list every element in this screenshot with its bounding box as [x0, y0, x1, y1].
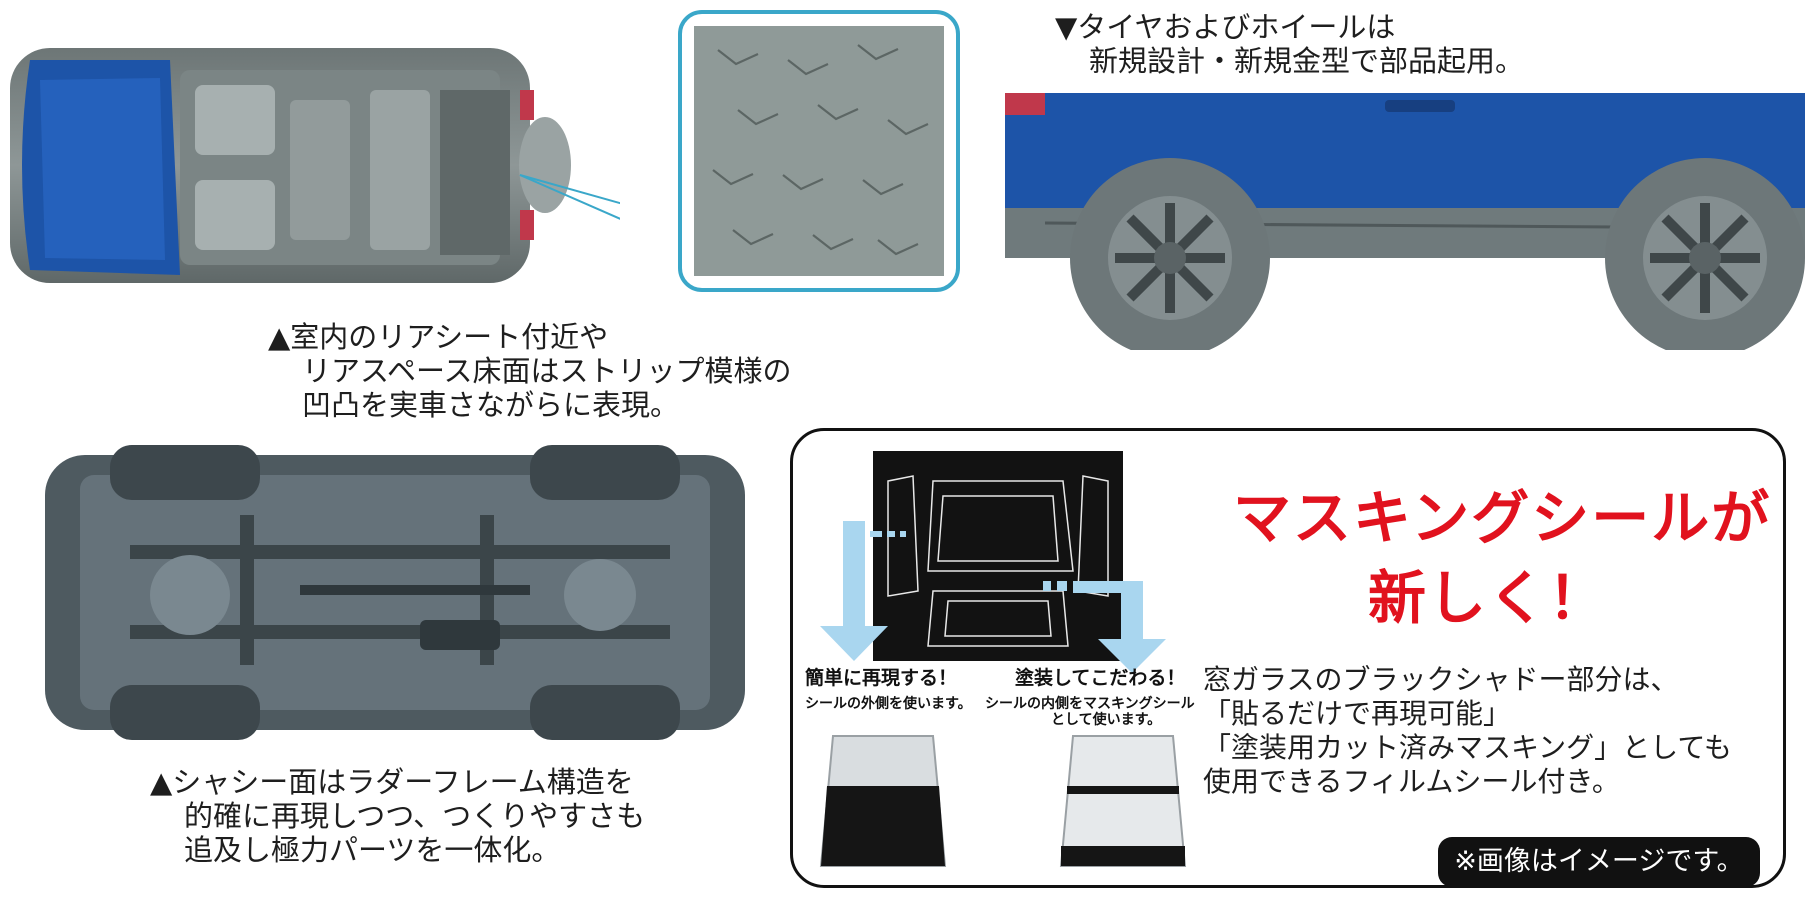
right-down-arrow — [1043, 581, 1183, 676]
chassis-underside-image — [40, 445, 755, 745]
masking-headline-line2: 新しく！ — [1368, 564, 1609, 632]
interior-caption-line1: ▲室内のリアシート付近や — [268, 320, 609, 354]
paint-method-sub2: として使います。 — [1051, 712, 1162, 728]
masking-desc-line4: 使用できるフィルムシール付き。 — [1203, 765, 1620, 798]
masking-desc-line1: 窓ガラスのブラックシャドー部分は、 — [1203, 663, 1679, 696]
side-view-tyre-image — [1005, 88, 1805, 358]
tyre-caption-line2: 新規設計・新規金型で部品起用。 — [1089, 44, 1525, 78]
decal-sheet-image — [873, 451, 1123, 661]
interior-caption: ▲室内のリアシート付近や リアスペース床面はストリップ模様の 凹凸を実車さながら… — [268, 320, 792, 422]
masking-seal-panel: 簡単に再現する！ シールの外側を使います。 塗装してこだわる！ シールの内側をマ… — [790, 428, 1786, 888]
masking-headline-line1: マスキングシールが — [1233, 484, 1772, 552]
chassis-caption-line2: 的確に再現しつつ、つくりやすさも — [184, 799, 646, 833]
interior-caption-line3: 凹凸を実車さながらに表現。 — [302, 388, 680, 422]
tyre-caption-line1: ▼タイヤおよびホイールは — [1055, 10, 1396, 44]
floor-pattern-zoom-inset — [678, 10, 960, 292]
masking-desc-line3: 「塗装用カット済みマスキング」としても — [1203, 731, 1732, 764]
left-down-arrow — [815, 521, 935, 661]
image-disclaimer-badge: ※画像はイメージです。 — [1438, 837, 1760, 887]
chassis-caption: ▲シャシー面はラダーフレーム構造を 的確に再現しつつ、つくりやすさも 追及し極力… — [150, 765, 645, 867]
masking-desc-line2: 「貼るだけで再現可能」 — [1203, 697, 1512, 730]
chassis-caption-line1: ▲シャシー面はラダーフレーム構造を — [150, 765, 634, 799]
windshield-black-example — [813, 726, 953, 876]
easy-method-label: 簡単に再現する！ — [805, 667, 958, 689]
paint-method-sub1: シールの内側をマスキングシール — [985, 696, 1195, 712]
masking-description: 窓ガラスのブラックシャドー部分は、 「貼るだけで再現可能」 「塗装用カット済みマ… — [1203, 663, 1732, 799]
paint-method-label: 塗装してこだわる！ — [1015, 667, 1186, 689]
windshield-painted-example — [1053, 726, 1193, 876]
easy-method-sub: シールの外側を使います。 — [805, 696, 972, 712]
tyre-caption: ▼タイヤおよびホイールは 新規設計・新規金型で部品起用。 — [1055, 10, 1524, 78]
chassis-caption-line3: 追及し極力パーツを一体化。 — [184, 833, 561, 867]
interior-caption-line2: リアスペース床面はストリップ模様の — [302, 354, 792, 388]
interior-top-view-image — [0, 40, 681, 300]
